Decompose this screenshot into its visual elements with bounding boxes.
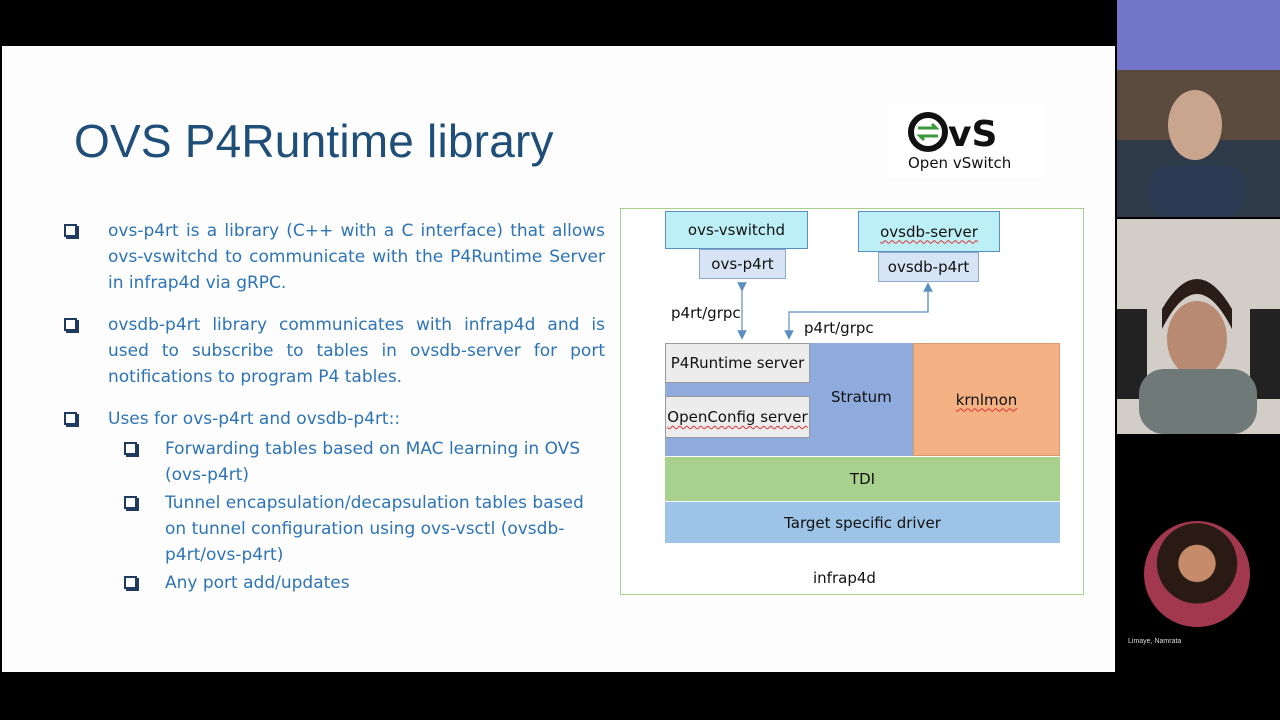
bullet-item: ovs-p4rt is a library (C++ with a C inte… [60,218,605,296]
ovs-logo-icon: vS [908,112,997,155]
checkbox-bullet-icon [124,576,137,589]
sub-bullet-list: Forwarding tables based on MAC learning … [60,436,605,596]
ovsdb-p4rt-label: ovsdb-p4rt [887,258,970,276]
stratum-label: Stratum [831,388,892,406]
connector-arrows [737,282,933,340]
checkbox-bullet-icon [124,496,137,509]
participant-1-image [1117,0,1280,217]
sub-bullet-item: Tunnel encapsulation/decapsulation table… [60,490,605,568]
p4runtime-server-block: P4Runtime server [665,343,810,383]
ovs-vswitchd-block: ovs-vswitchd [665,211,808,249]
grpc-link-label-left: p4rt/grpc [671,304,741,322]
ovs-p4rt-label: ovs-p4rt [711,255,774,273]
bullet-item: ovsdb-p4rt library communicates with inf… [60,312,605,390]
sub-bullet-item: Any port add/updates [60,570,605,596]
slide-title: OVS P4Runtime library [74,115,554,167]
openconfig-server-label: OpenConfig server [667,408,808,426]
architecture-diagram: ovs-vswitchd ovs-p4rt ovsdb-server ovsdb… [620,208,1084,595]
ovs-logo: vS Open vSwitch [888,104,1044,178]
tdi-block: TDI [665,456,1060,501]
checkbox-bullet-icon [64,224,77,237]
bullet-item: Uses for ovs-p4rt and ovsdb-p4rt:: [60,406,605,432]
infrap4d-label: infrap4d [813,569,876,587]
bullet-text: ovs-p4rt is a library (C++ with a C inte… [108,221,605,293]
target-driver-label: Target specific driver [784,513,941,532]
bullet-list: ovs-p4rt is a library (C++ with a C inte… [60,218,605,598]
bullet-text: Uses for ovs-p4rt and ovsdb-p4rt:: [108,409,401,429]
avatar[interactable] [1144,521,1250,627]
ovsdb-server-label: ovsdb-server [880,222,978,241]
ovs-p4rt-block: ovs-p4rt [699,249,786,279]
grpc-link-label-right: p4rt/grpc [804,319,874,337]
checkbox-bullet-icon [64,412,77,425]
presentation-slide: OVS P4Runtime library vS Open vSwitch ov… [2,46,1115,672]
participant-name-label: Limaye, Namrata [1128,638,1182,645]
openconfig-server-block: OpenConfig server [665,396,810,438]
tdi-label: TDI [849,470,876,488]
ovsdb-server-block: ovsdb-server [858,211,1000,252]
sub-bullet-text: Any port add/updates [165,573,350,593]
checkbox-bullet-icon [64,318,77,331]
p4runtime-server-label: P4Runtime server [670,354,805,372]
ovsdb-p4rt-block: ovsdb-p4rt [878,252,979,282]
participant-2-image [1117,219,1280,434]
krnlmon-label: krnlmon [955,390,1018,409]
ovs-vswitchd-label: ovs-vswitchd [687,221,786,239]
checkbox-bullet-icon [124,442,137,455]
sub-bullet-text: Tunnel encapsulation/decapsulation table… [165,493,584,565]
krnlmon-block: krnlmon [913,343,1060,456]
participant-video-1[interactable] [1117,0,1280,217]
sub-bullet-item: Forwarding tables based on MAC learning … [60,436,605,488]
target-driver-block: Target specific driver [665,501,1060,543]
participant-video-2[interactable] [1117,219,1280,434]
sub-bullet-text: Forwarding tables based on MAC learning … [165,439,581,485]
ovs-logo-subtitle: Open vSwitch [908,154,1012,172]
bullet-text: ovsdb-p4rt library communicates with inf… [108,315,605,387]
svg-text:vS: vS [948,114,997,155]
